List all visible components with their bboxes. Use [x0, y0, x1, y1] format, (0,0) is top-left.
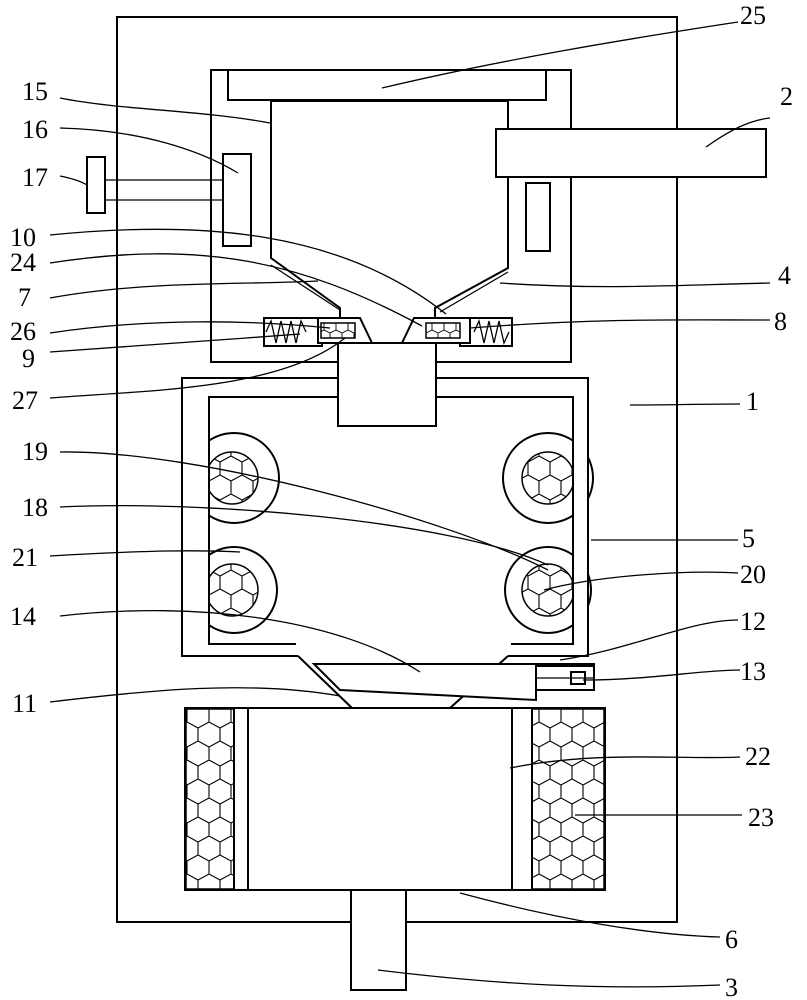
label-16: 16 — [22, 115, 48, 144]
label-12: 12 — [740, 607, 766, 636]
roller-top-right — [521, 451, 575, 505]
label-1: 1 — [746, 387, 759, 416]
right-pad — [531, 708, 605, 890]
roller-bottom-right-ring — [504, 546, 592, 634]
label-3: 3 — [725, 973, 738, 1000]
roller-top-left — [205, 451, 259, 505]
label-18: 18 — [22, 493, 48, 522]
label-19: 19 — [22, 437, 48, 466]
connector — [86, 156, 106, 214]
grinding-box-outer — [181, 377, 589, 657]
left-pad — [185, 708, 235, 890]
label-13: 13 — [740, 657, 766, 686]
funnel-wall — [270, 264, 341, 311]
label-2: 2 — [780, 82, 793, 111]
label-14: 14 — [10, 602, 36, 631]
label-15: 15 — [22, 77, 48, 106]
label-26: 26 — [10, 317, 36, 346]
hopper — [270, 101, 509, 336]
label-20: 20 — [740, 560, 766, 589]
right-slot — [525, 182, 551, 252]
label-10: 10 — [10, 223, 36, 252]
label-8: 8 — [774, 307, 787, 336]
outlet-pipe — [350, 889, 407, 991]
label-24: 24 — [10, 248, 36, 277]
roller-bottom-right — [521, 563, 575, 617]
roller-top-right-ring — [502, 432, 594, 524]
top-plate — [227, 69, 547, 101]
spring-left — [265, 318, 307, 344]
label-4: 4 — [778, 261, 791, 290]
label-9: 9 — [22, 344, 35, 373]
side-rod — [495, 128, 767, 178]
label-11: 11 — [12, 689, 37, 718]
spring-right — [473, 318, 510, 346]
label-25: 25 — [740, 1, 766, 30]
label-27: 27 — [12, 386, 38, 415]
roller-bottom-left — [205, 563, 259, 617]
feed-tube — [337, 342, 437, 427]
label-21: 21 — [12, 543, 38, 572]
funnel-wall-right — [439, 271, 509, 313]
magnet-left — [320, 322, 356, 339]
label-23: 23 — [748, 803, 774, 832]
magnet-right — [425, 322, 461, 339]
label-22: 22 — [745, 742, 771, 771]
label-17: 17 — [22, 163, 48, 192]
label-5: 5 — [742, 524, 755, 553]
leader-lines — [49, 21, 771, 988]
label-7: 7 — [18, 283, 31, 312]
label-6: 6 — [725, 925, 738, 954]
grinding-box-inner — [208, 396, 574, 645]
